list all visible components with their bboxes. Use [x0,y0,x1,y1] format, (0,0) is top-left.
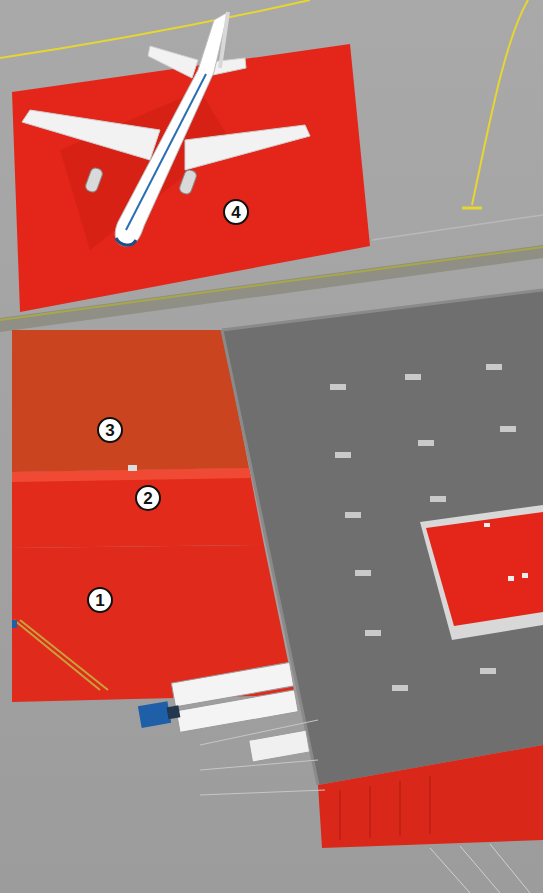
roof-unit [508,576,514,581]
roof-vent [330,384,346,390]
roof-vent [345,512,361,518]
roof-structure [426,512,543,626]
trailer [249,730,310,762]
door-line [340,790,341,840]
truck [249,730,310,762]
door-line [370,786,371,838]
zone-2-area [12,468,264,548]
fin [220,12,228,68]
roof-structure-wall [420,505,543,640]
roof-vent [365,630,381,636]
road-marking [14,620,100,690]
zone-3-area [12,330,249,472]
roof-vent [418,440,434,446]
roof-edge [222,290,543,330]
engine [84,167,103,194]
roof-unit [484,523,490,527]
roof-vent [480,668,496,674]
callout-number: 2 [135,485,161,511]
right-wing [185,125,310,170]
parking-lines [200,720,325,795]
gate-marker [128,465,137,471]
left-wing [22,110,160,160]
roof-vent [355,570,371,576]
loading-doors [340,776,430,840]
cheatline [126,74,206,230]
truck-chassis [166,705,180,719]
door-line [430,776,431,834]
roof-unit [522,573,528,578]
callout-number: 1 [87,587,113,613]
roof-vent [430,496,446,502]
callout-number: 3 [97,417,123,443]
truck [135,662,298,739]
roof-vent [335,452,351,458]
stop-bar [462,207,482,210]
aircraft [22,12,310,246]
building-facade [318,745,543,848]
roof-vent [500,426,516,432]
engine [178,169,197,196]
roof-vent [405,374,421,380]
ramp [430,844,530,893]
door-line [400,781,401,836]
apron-line [372,215,543,240]
road-marking [20,620,108,690]
roof-vent [486,364,502,370]
roof-vent [392,685,408,691]
fuselage [115,12,228,246]
taxi-line [472,0,528,205]
truck-cab [138,701,171,728]
vehicle [12,620,17,628]
callout-number: 4 [223,199,249,225]
cockpit [116,238,136,245]
tail-plane [148,46,198,78]
trailer [176,690,298,733]
